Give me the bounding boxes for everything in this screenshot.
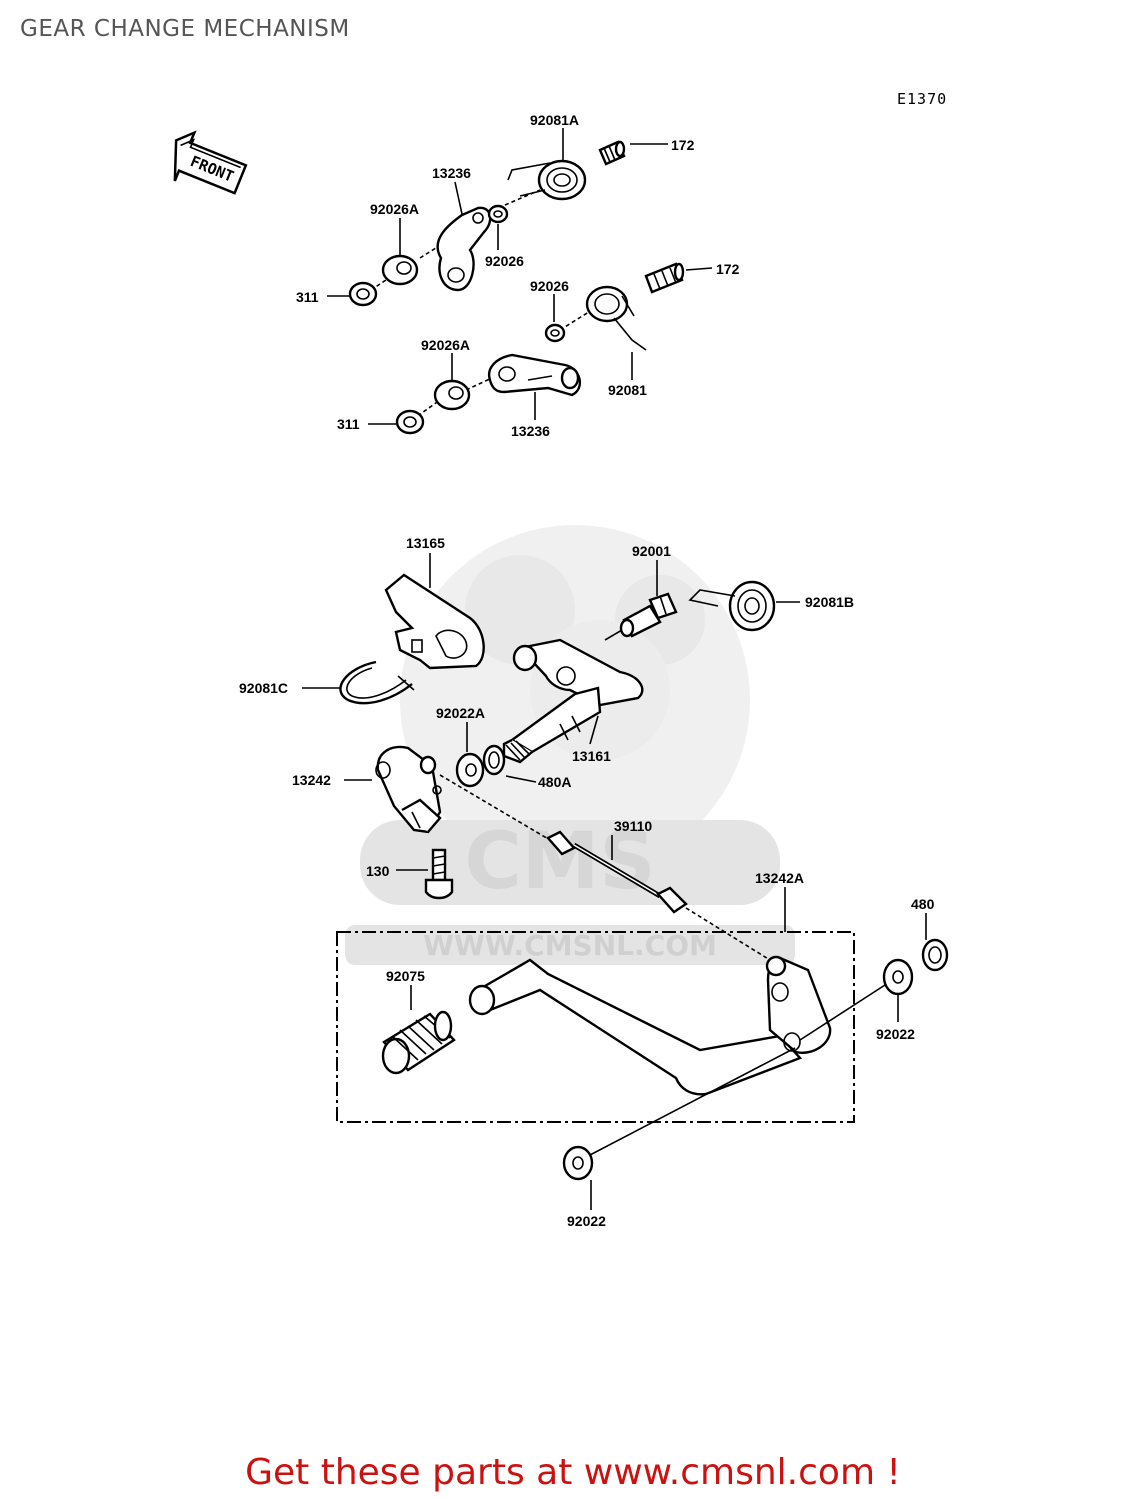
bolt-130 — [424, 848, 454, 900]
lever-13242 — [375, 745, 442, 834]
bolt-92001 — [604, 592, 678, 641]
tie-rod-39110 — [439, 774, 771, 961]
pin-172-b — [644, 262, 685, 294]
label-92026-b: 92026 — [530, 278, 569, 294]
spring-92081A — [507, 159, 587, 201]
label-92026A-b: 92026A — [421, 337, 470, 353]
washer-92026-b — [544, 323, 566, 343]
pedal-group-box — [336, 931, 855, 1123]
lever-13236-b — [487, 353, 582, 397]
washer-92022A — [455, 752, 485, 788]
label-92075: 92075 — [386, 968, 425, 984]
promo-link[interactable]: Get these parts at www.cmsnl.com ! — [245, 1452, 901, 1493]
nut-311-b — [395, 409, 425, 435]
watermark-url: WWW.CMSNL.COM — [423, 929, 717, 962]
spring-92081C — [339, 660, 415, 705]
leader-lines — [302, 128, 927, 1210]
washer-92026-a — [487, 204, 509, 224]
label-92026A-a: 92026A — [370, 201, 419, 217]
label-92081C: 92081C — [239, 680, 288, 696]
label-13236-b: 13236 — [511, 423, 550, 439]
plate-13165 — [384, 573, 485, 670]
label-13242A: 13242A — [755, 870, 804, 886]
lever-13236-a — [436, 206, 492, 292]
label-39110: 39110 — [614, 818, 652, 834]
label-311-a: 311 — [296, 289, 319, 305]
label-92022-right: 92022 — [876, 1026, 915, 1042]
label-13242: 13242 — [292, 772, 331, 788]
label-92022A: 92022A — [436, 705, 485, 721]
spring-92081 — [585, 285, 647, 351]
label-92022-bottom: 92022 — [567, 1213, 606, 1229]
circlip-480 — [921, 938, 949, 972]
pedal-13242A — [468, 955, 832, 1096]
upper-linkage-b — [395, 262, 685, 435]
shift-mechanism — [336, 573, 949, 1181]
pin-172-a — [598, 140, 626, 166]
label-130: 130 — [366, 863, 390, 879]
spring-92081B — [688, 580, 776, 632]
label-92081: 92081 — [608, 382, 647, 398]
label-13161: 13161 — [572, 748, 611, 764]
label-13165: 13165 — [406, 535, 445, 551]
rubber-92075 — [381, 1010, 456, 1075]
washer-92022-bottom — [562, 1145, 594, 1181]
label-92026-a: 92026 — [485, 253, 524, 269]
label-480: 480 — [911, 896, 935, 912]
label-172-b: 172 — [716, 261, 740, 277]
diagram-code: E1370 — [897, 90, 948, 108]
label-13236-a: 13236 — [432, 165, 471, 181]
label-311-b: 311 — [337, 416, 360, 432]
part-labels: 92081A 172 13236 92026A 92026 311 172 92… — [239, 112, 935, 1229]
nut-311-a — [348, 281, 378, 307]
washer-92026A-b — [433, 379, 471, 411]
washer-92026A-a — [381, 254, 419, 286]
shaft-13161 — [502, 638, 644, 764]
washer-92022-right — [882, 958, 914, 996]
upper-linkage-a — [348, 140, 626, 307]
label-480A: 480A — [538, 774, 571, 790]
label-172-a: 172 — [671, 137, 695, 153]
page-title: GEAR CHANGE MECHANISM — [20, 16, 350, 42]
label-92081A: 92081A — [530, 112, 579, 128]
label-92081B: 92081B — [805, 594, 854, 610]
circlip-480A — [482, 744, 506, 776]
front-arrow-icon: FRONT — [173, 130, 248, 195]
label-92001: 92001 — [632, 543, 671, 559]
